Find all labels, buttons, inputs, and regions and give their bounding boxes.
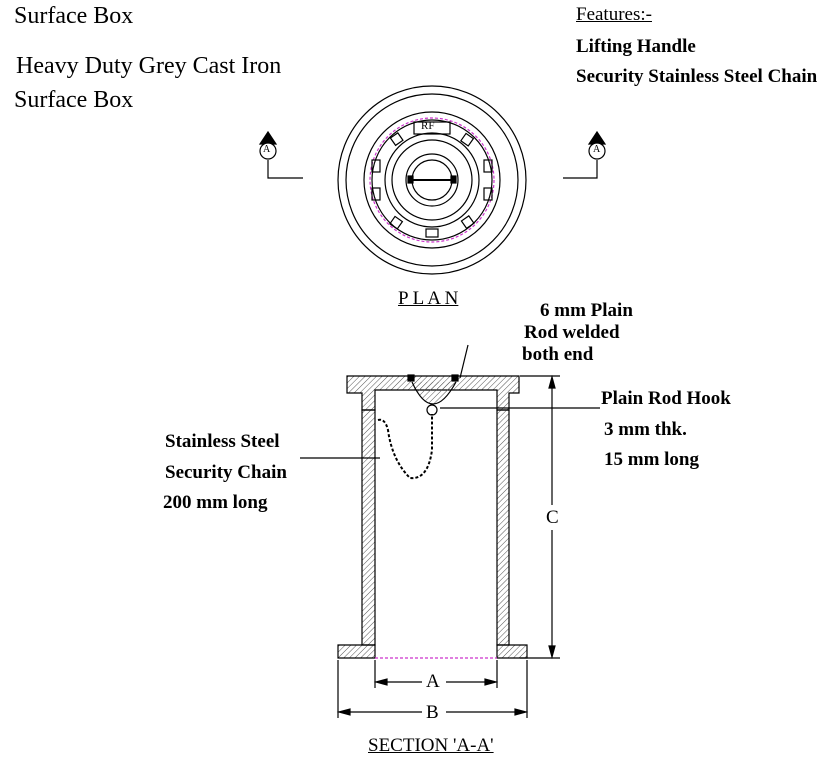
plan-view — [258, 85, 607, 275]
chain-note-line: Stainless Steel — [165, 431, 280, 452]
rod-note-line: both end — [522, 344, 594, 365]
section-label: SECTION 'A-A' — [368, 735, 494, 756]
dimension-a: A — [426, 671, 440, 692]
rod-note-line: Rod welded — [524, 322, 620, 343]
section-marker-left: A — [263, 144, 271, 155]
feature-item: Security Stainless Steel Chain — [576, 66, 818, 87]
lid-mark: RF — [421, 120, 435, 132]
section-view — [300, 344, 600, 718]
hook-note-line: 15 mm long — [604, 449, 699, 470]
rod-note-line: 6 mm Plain — [540, 300, 633, 321]
hook-note-line: Plain Rod Hook — [601, 388, 731, 409]
plan-label: P L A N — [398, 288, 459, 309]
product-name-line2: Surface Box — [14, 87, 134, 113]
section-marker-right: A — [593, 144, 601, 155]
chain-note-line: 200 mm long — [163, 492, 268, 513]
dimension-c: C — [546, 507, 559, 528]
feature-item: Lifting Handle — [576, 36, 696, 57]
dimension-b: B — [426, 702, 439, 723]
product-name-line1: Heavy Duty Grey Cast Iron — [16, 53, 282, 79]
hook-note-line: 3 mm thk. — [604, 419, 687, 440]
chain-note-line: Security Chain — [165, 462, 287, 483]
page-title: Surface Box — [14, 3, 134, 29]
features-heading: Features:- — [576, 4, 652, 25]
